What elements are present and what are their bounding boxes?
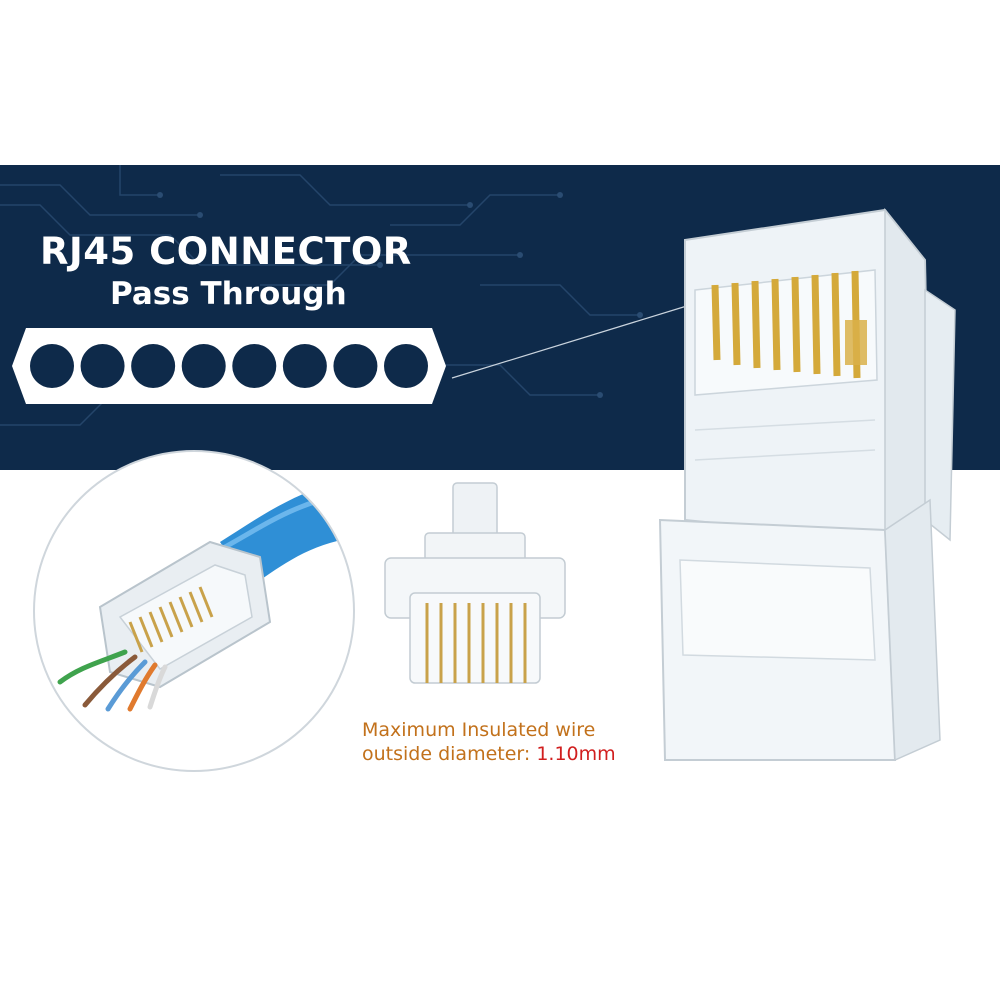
rj45-plug-side-icon: [658, 207, 956, 762]
caption-line-2-label: outside diameter:: [362, 743, 537, 765]
pass-through-hole: [384, 344, 428, 388]
caption-line-2: outside diameter: 1.10mm: [362, 742, 616, 766]
pass-through-hole: [131, 344, 176, 388]
pass-through-hole: [282, 344, 327, 388]
wire-diameter-caption: Maximum Insulated wire outside diameter:…: [362, 718, 616, 766]
page-subtitle: Pass Through: [110, 276, 347, 312]
pass-through-hole: [30, 344, 74, 388]
pass-through-hole: [80, 344, 125, 388]
pass-through-hole: [333, 344, 378, 388]
pass-through-hole: [181, 344, 226, 388]
pass-through-hole: [232, 344, 277, 388]
crimped-cable-icon: [33, 450, 355, 772]
pass-through-hole-strip: [12, 328, 446, 404]
page-title: RJ45 CONNECTOR: [40, 230, 412, 273]
caption-diameter-value: 1.10mm: [536, 743, 616, 765]
caption-line-1: Maximum Insulated wire: [362, 719, 596, 741]
rj45-plug-front-icon: [384, 482, 566, 684]
